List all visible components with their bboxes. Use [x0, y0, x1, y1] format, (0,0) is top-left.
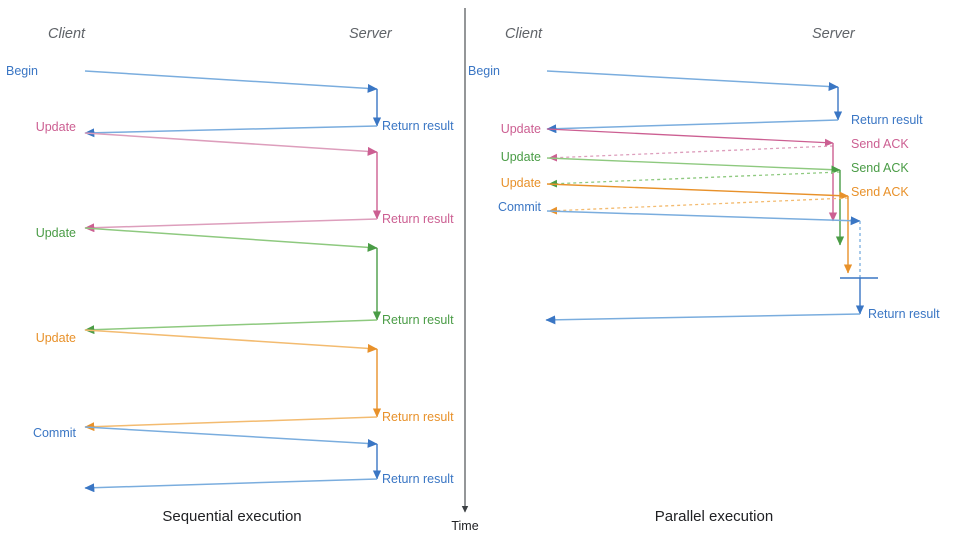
left-msg-update-3: Update: [36, 329, 378, 353]
left-return3-label: Return result: [382, 313, 454, 327]
right-begin-label: Begin: [468, 64, 500, 78]
right-return2-label: Return result: [868, 307, 940, 321]
left-update3-label: Update: [36, 331, 76, 345]
left-return2-arrow: [84, 218, 378, 233]
right-ack2-arrow: [548, 171, 841, 188]
time-axis: Time: [451, 8, 479, 533]
right-client-lane-title: Client: [505, 26, 543, 42]
right-ack3-arrow: [548, 197, 849, 215]
right-begin-arrow: [546, 70, 839, 91]
right-msg-commit: Commit: [498, 200, 861, 226]
left-server-lane-title: Server: [349, 26, 393, 42]
left-msg-return-3: Return result: [84, 313, 454, 335]
time-axis-label: Time: [451, 519, 478, 533]
parallel-panel: Client Server Begin Return result Update…: [468, 26, 940, 525]
right-ack2-label: Send ACK: [851, 161, 909, 175]
left-msg-return-2: Return result: [84, 212, 454, 233]
right-msg-ack-1: Send ACK: [548, 137, 909, 162]
left-msg-return-1: Return result: [84, 119, 454, 138]
left-update2-arrow: [84, 227, 378, 252]
right-update1-label: Update: [501, 122, 541, 136]
left-client-lane-title: Client: [48, 26, 86, 42]
left-return5-arrow: [84, 478, 378, 493]
left-commit-label: Commit: [33, 426, 77, 440]
left-update2-label: Update: [36, 226, 76, 240]
right-update3-label: Update: [501, 176, 541, 190]
left-return1-label: Return result: [382, 119, 454, 133]
left-msg-update-2: Update: [36, 226, 378, 252]
left-return4-label: Return result: [382, 410, 454, 424]
left-commit-arrow: [84, 426, 378, 448]
left-begin-label: Begin: [6, 64, 38, 78]
right-commit-arrow: [546, 210, 861, 226]
left-update3-arrow: [84, 329, 378, 353]
left-return4-arrow: [84, 416, 378, 432]
right-update2-label: Update: [501, 150, 541, 164]
right-update2-arrow: [546, 157, 841, 174]
sequential-caption: Sequential execution: [162, 508, 301, 525]
sequential-panel: Client Server Begin Return result Update…: [6, 26, 454, 525]
left-return1-arrow: [84, 125, 378, 138]
left-msg-begin: Begin: [6, 64, 378, 93]
right-return1-arrow: [546, 119, 839, 134]
right-update3-arrow: [546, 183, 849, 200]
right-msg-update-2: Update: [501, 150, 841, 174]
left-msg-commit: Commit: [33, 426, 378, 448]
right-msg-return-1: Return result: [546, 113, 923, 134]
left-msg-update-1: Update: [36, 120, 378, 156]
right-ack3-label: Send ACK: [851, 185, 909, 199]
left-update1-arrow: [84, 132, 378, 156]
left-return5-label: Return result: [382, 472, 454, 486]
left-begin-arrow: [84, 70, 378, 93]
right-return2-arrow: [545, 313, 861, 325]
left-msg-return-5: Return result: [84, 472, 454, 493]
left-update1-label: Update: [36, 120, 76, 134]
right-msg-update-3: Update: [501, 176, 849, 200]
right-return1-label: Return result: [851, 113, 923, 127]
right-msg-return-2: Return result: [545, 307, 940, 325]
right-msg-ack-2: Send ACK: [548, 161, 909, 188]
right-server-lane-title: Server: [812, 26, 856, 42]
right-update1-arrow: [546, 128, 834, 147]
left-msg-return-4: Return result: [84, 410, 454, 432]
right-msg-ack-3: Send ACK: [548, 185, 909, 215]
left-return2-label: Return result: [382, 212, 454, 226]
right-msg-update-1: Update: [501, 122, 834, 147]
left-return3-arrow: [84, 319, 378, 335]
right-msg-begin: Begin: [468, 64, 839, 91]
right-ack1-arrow: [548, 145, 834, 162]
right-ack1-label: Send ACK: [851, 137, 909, 151]
right-commit-label: Commit: [498, 200, 542, 214]
parallel-caption: Parallel execution: [655, 508, 773, 525]
